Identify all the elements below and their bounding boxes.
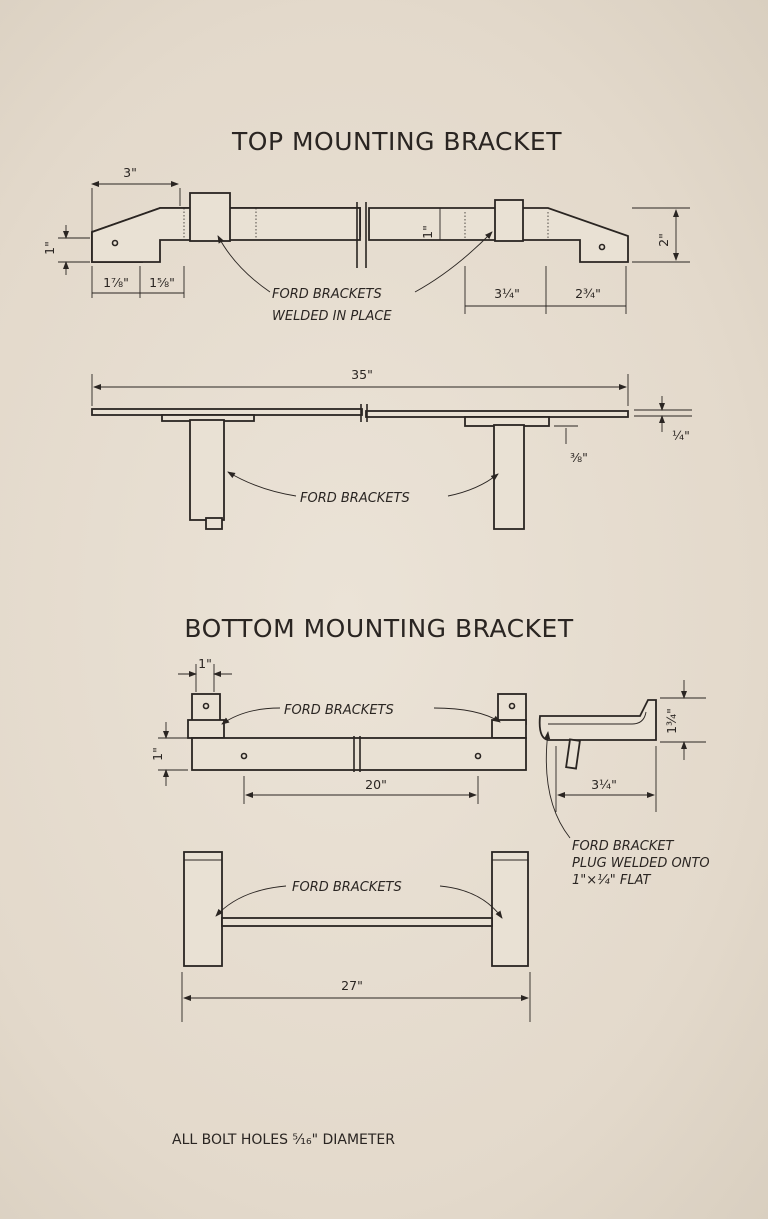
bottom-dim-1-side: 1": [150, 747, 165, 761]
bottom-plan-view: FORD BRACKETS 27": [181, 851, 531, 1022]
top-dim-1-5-8: 1⅝": [149, 275, 175, 290]
bottom-label-ford-brackets-plan: FORD BRACKETS: [292, 880, 402, 895]
bottom-side-note-3: 1"×¼" FLAT: [572, 873, 652, 888]
top-title: TOP MOUNTING BRACKET: [231, 127, 562, 156]
top-dim-2: 2": [656, 233, 671, 247]
bottom-side-view: 1¾" 3¼" FORD BRACKET PLUG WELDED ONTO 1"…: [538, 680, 710, 888]
top-dim-1-mid: 1": [420, 225, 435, 239]
top-label-ford-brackets-welded-2: WELDED IN PLACE: [272, 309, 392, 324]
top-dim-3-1-4: 3¼": [494, 286, 520, 301]
top-dim-35: 35": [351, 367, 373, 382]
top-dimensions: 3" 1⅞" 1⅝" 1" 1" 2" 3¼" 2¾": [42, 165, 690, 314]
top-label-ford-brackets: FORD BRACKETS: [300, 491, 410, 506]
top-dim-1-4: ¼": [672, 428, 690, 443]
bottom-dim-1-top: 1": [198, 656, 212, 671]
bottom-elevation-view: 1" 1" 20" FORD BRACKETS: [150, 656, 527, 804]
bottom-side-note-2: PLUG WELDED ONTO: [572, 856, 710, 871]
footer-note: ALL BOLT HOLES ⁵⁄₁₆" DIAMETER: [172, 1132, 395, 1148]
bottom-dim-3-1-4: 3¼": [591, 777, 617, 792]
bottom-dim-1-3-4: 1¾": [664, 708, 679, 734]
top-dim-1-left: 1": [42, 241, 57, 255]
top-dim-2-3-4: 2¾": [575, 286, 601, 301]
top-front-view: 35" ¼" ⅜" FORD BRACKETS: [91, 367, 692, 530]
bottom-dim-20: 20": [365, 777, 387, 792]
bottom-side-note-1: FORD BRACKET: [572, 839, 675, 854]
top-dim-3: 3": [123, 165, 137, 180]
top-elevation-view: [91, 192, 629, 268]
bottom-dim-27: 27": [341, 978, 363, 993]
top-label-ford-brackets-welded-1: FORD BRACKETS: [272, 287, 382, 302]
bottom-title: BOTTOM MOUNTING BRACKET: [184, 614, 573, 643]
top-dim-3-8: ⅜": [570, 450, 588, 465]
bottom-label-ford-brackets-front: FORD BRACKETS: [284, 703, 394, 718]
top-dim-1-7-8: 1⅞": [103, 275, 129, 290]
